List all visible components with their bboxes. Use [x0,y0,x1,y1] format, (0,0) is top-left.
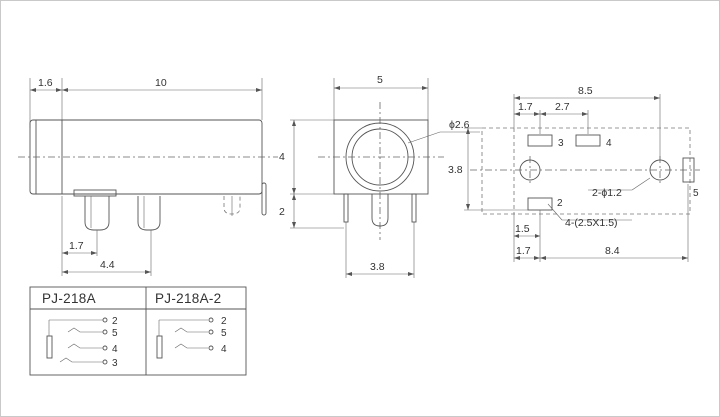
schematic-pj-218a: 2 5 4 3 [46,316,118,369]
dim-front-2: 2 [279,206,285,218]
pcb-footprint: 8.5 1.7 2.7 3 4 2 5 2-ϕ1.2 [448,85,700,262]
dim-fp-1-5: 1.5 [515,223,530,235]
dim-fp-8-4: 8.4 [605,245,620,257]
dim-side-4-4: 4.4 [100,259,115,271]
pad-4-label: 4 [606,138,612,149]
sleeve-contact [46,335,53,359]
side-view: 1.6 10 1.7 4.4 [18,77,278,276]
side-pin-2 [137,196,161,231]
pad-2 [527,197,553,211]
col1-pin-2: 2 [112,316,118,327]
sleeve-contact-2 [156,335,163,359]
side-pin-1 [84,196,110,231]
dim-front-3-8: 3.8 [370,261,385,273]
front-pin-right [411,193,417,223]
dim-front-5: 5 [377,74,383,86]
col1-pin-3: 3 [112,358,118,369]
rear-lug [261,182,267,216]
pad-2-label: 2 [557,198,563,209]
dim-fp-pad: 4-(2.5X1.5) [565,217,618,229]
dim-fp-hole: 2-ϕ1.2 [592,187,622,199]
front-pin-center [371,194,389,227]
pad-5-label: 5 [693,188,699,199]
dim-front-4: 4 [279,151,285,163]
dim-fp-3-8: 3.8 [448,164,463,176]
dim-side-1-6: 1.6 [38,77,53,89]
front-view: 5 ϕ2.6 4 2 3.8 [279,74,480,278]
dim-side-10: 10 [155,77,167,89]
schematic-table: PJ-218A PJ-218A-2 2 5 4 3 [29,286,247,376]
dim-fp-1-7-bottom: 1.7 [516,245,531,257]
dim-fp-1-7-top: 1.7 [518,101,533,113]
dim-front-hole: ϕ2.6 [449,119,470,131]
footprint-outline [481,127,691,215]
col1-pin-4: 4 [112,344,118,355]
col2-pin-5: 5 [221,328,227,339]
dim-fp-2-7: 2.7 [555,101,570,113]
table-col2-title: PJ-218A-2 [155,291,221,306]
pad-4 [575,134,601,147]
front-pin-left [343,193,349,223]
table-col1-title: PJ-218A [42,291,96,306]
col1-pin-5: 5 [112,328,118,339]
dim-fp-8-5: 8.5 [578,85,593,97]
schematic-pj-218a-2: 2 5 4 [156,316,227,359]
pad-3-label: 3 [558,138,564,149]
dim-side-1-7: 1.7 [69,240,84,252]
col2-pin-2: 2 [221,316,227,327]
pad-3 [527,134,553,147]
col2-pin-4: 4 [221,344,227,355]
